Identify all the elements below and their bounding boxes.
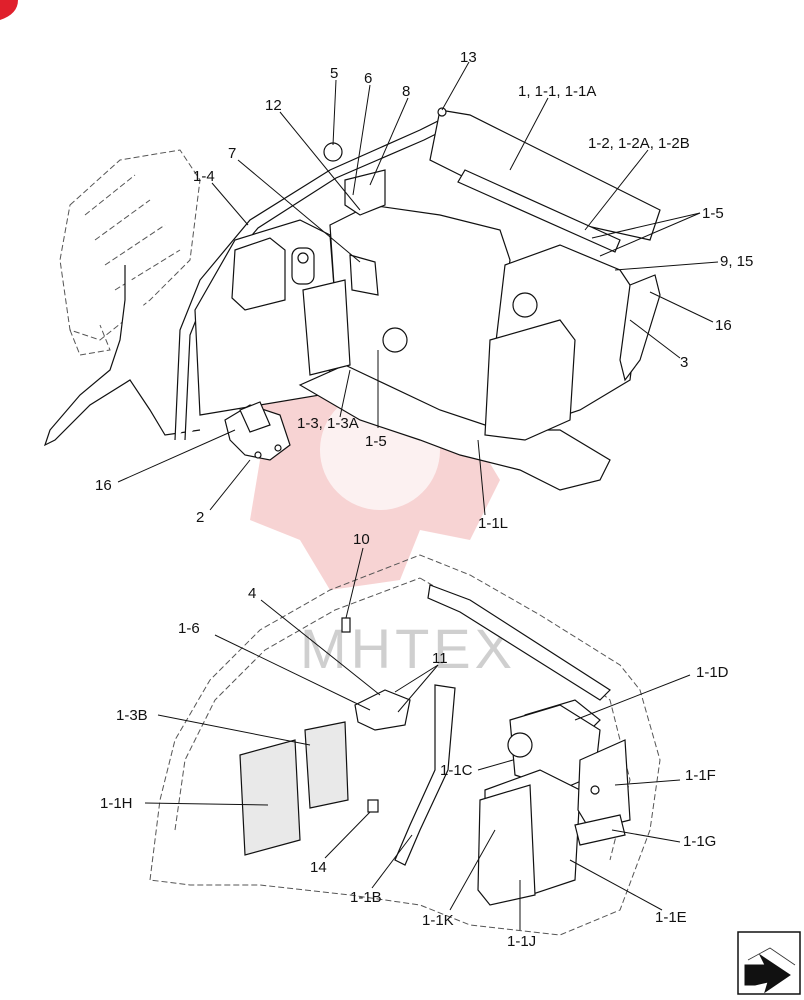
label-1-1D: 1-1D: [696, 664, 729, 681]
cab-outline: [149, 554, 661, 936]
label-10: 10: [353, 531, 370, 548]
label-1-1C: 1-1C: [440, 762, 473, 779]
cover-1-1K: [477, 784, 536, 906]
panel-1-3: [302, 279, 351, 376]
label-1-1J: 1-1J: [507, 933, 536, 950]
console-knob: [297, 252, 309, 264]
red-corner-mark-icon: [0, 0, 18, 20]
knob-5: [323, 142, 343, 162]
label-6: 6: [364, 70, 372, 87]
frame-rail: [457, 169, 621, 253]
label-8: 8: [402, 83, 410, 100]
label-1-1H: 1-1H: [100, 795, 133, 812]
label-1-1F: 1-1F: [685, 767, 716, 784]
console-panel: [231, 237, 286, 311]
control-valve-block: [59, 149, 201, 356]
label-1-6: 1-6: [178, 620, 200, 637]
label-1-3-1-3A: 1-3, 1-3A: [297, 415, 359, 432]
label-2: 2: [196, 509, 204, 526]
bracket-7: [349, 254, 379, 296]
pad-1-3B: [304, 721, 349, 809]
label-16-right: 16: [715, 317, 732, 334]
label-1-5-mid: 1-5: [365, 433, 387, 450]
label-1-1L: 1-1L: [478, 515, 508, 532]
label-1-1G: 1-1G: [683, 833, 716, 850]
control-cable: [43, 265, 201, 447]
frame-hole: [382, 327, 408, 353]
bolt-14: [367, 799, 379, 813]
label-11: 11: [432, 650, 448, 667]
label-7: 7: [228, 145, 236, 162]
label-3: 3: [680, 354, 688, 371]
label-13: 13: [460, 49, 477, 66]
label-1-1B: 1-1B: [350, 889, 382, 906]
strip-1-1B: [394, 684, 456, 866]
pedal-assembly-2: [224, 401, 291, 461]
bracket-1-1G: [574, 814, 626, 846]
next-page-arrow-icon[interactable]: [737, 931, 801, 995]
label-1-4: 1-4: [193, 168, 215, 185]
pad-1-1H: [239, 739, 301, 856]
label-4: 4: [248, 585, 256, 602]
plate-1-1F-hole: [590, 785, 600, 795]
box-1-1C-hole: [507, 732, 533, 758]
watermark-text: MHTEX: [300, 617, 516, 680]
bolt-13: [437, 107, 447, 117]
label-1-3B: 1-3B: [116, 707, 148, 724]
label-1-1E: 1-1E: [655, 909, 687, 926]
label-1-1K: 1-1K: [422, 912, 454, 929]
bracket-1-6: [354, 689, 411, 731]
leader-lines: [117, 61, 719, 930]
label-16-left: 16: [95, 477, 112, 494]
label-12: 12: [265, 97, 282, 114]
bolt-10: [341, 617, 351, 633]
label-9-15: 9, 15: [720, 253, 753, 270]
cab-top-rail: [427, 584, 611, 701]
label-1-5-top: 1-5: [702, 205, 724, 222]
label-14: 14: [310, 859, 327, 876]
right-cover-panel: [484, 319, 576, 441]
label-1-1-1A: 1, 1-1, 1-1A: [518, 83, 596, 100]
label-5: 5: [330, 65, 338, 82]
right-box-hole: [512, 292, 538, 318]
label-1-2: 1-2, 1-2A, 1-2B: [588, 135, 690, 152]
